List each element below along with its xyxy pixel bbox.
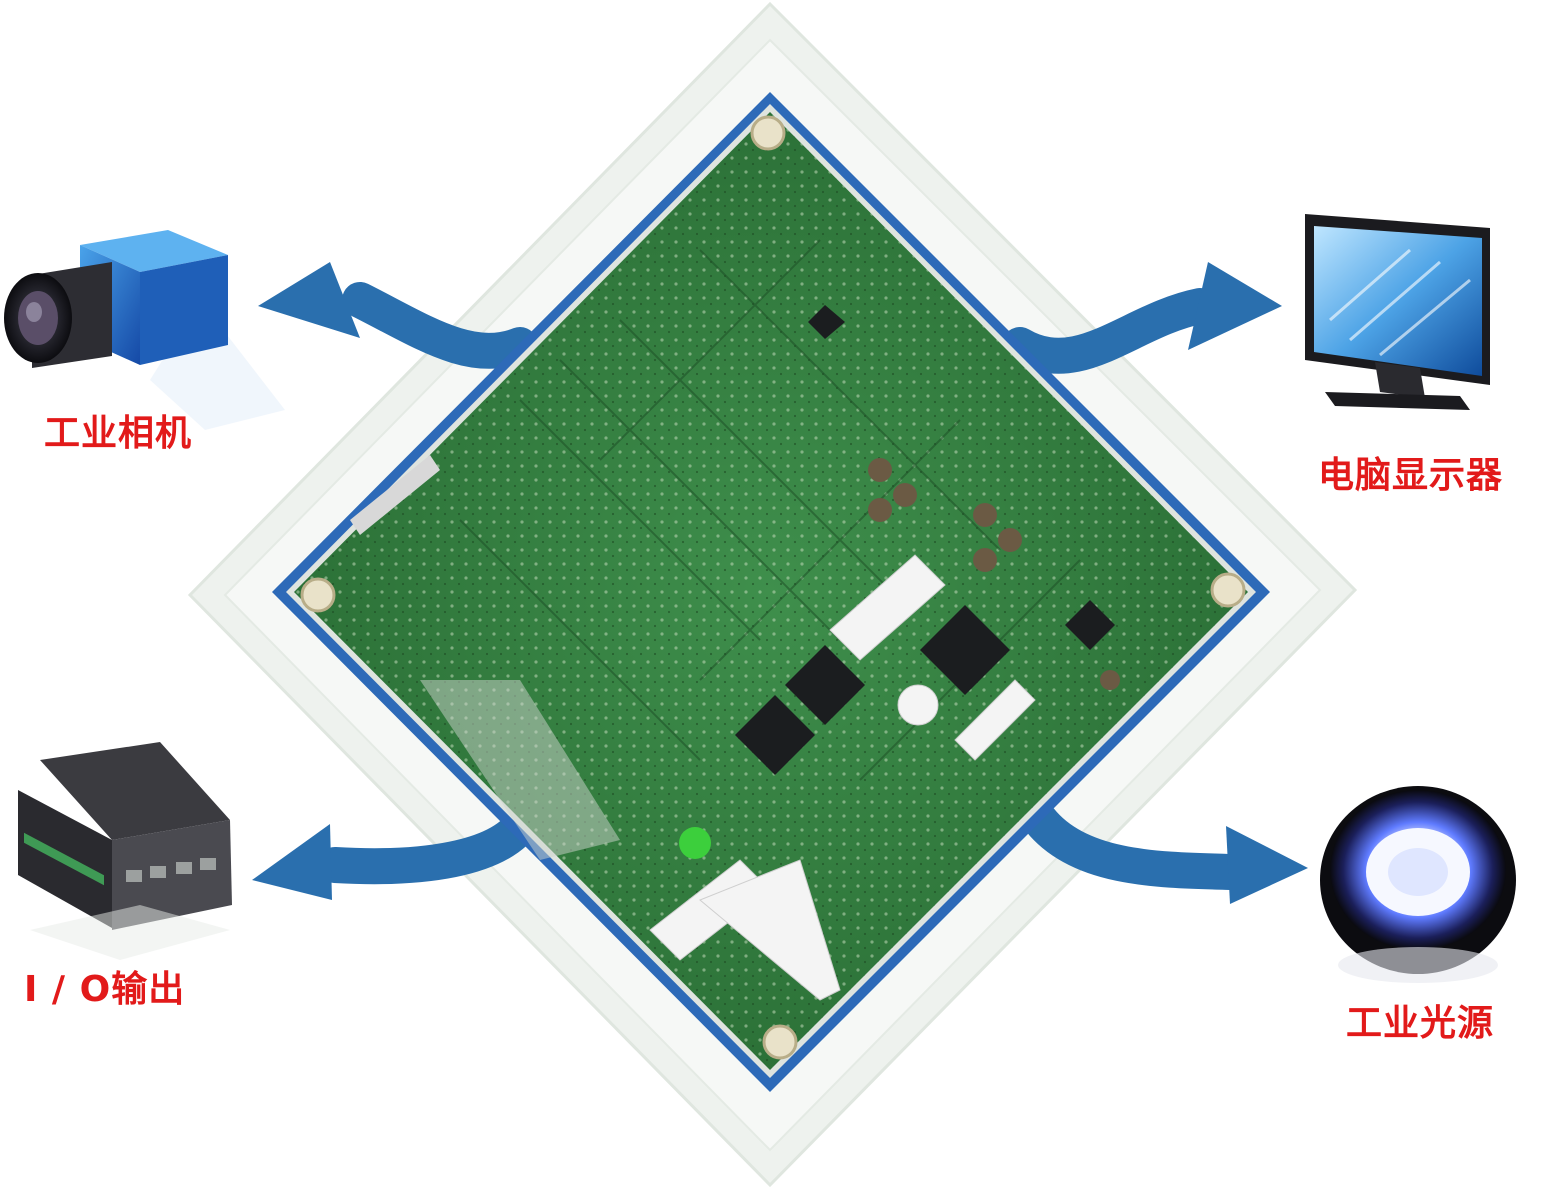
- camera-label: 工业相机: [44, 413, 193, 454]
- arrow-to-monitor: [1002, 262, 1282, 374]
- light-label: 工业光源: [1346, 1003, 1495, 1044]
- ring-light-icon: [1320, 786, 1516, 983]
- industrial-camera-icon: [4, 230, 285, 430]
- io-label: I / O输出: [24, 969, 186, 1010]
- monitor-label: 电脑显示器: [1318, 455, 1504, 496]
- arrow-to-camera: [258, 262, 538, 369]
- computer-monitor-icon: [1305, 214, 1490, 410]
- plc-controller-icon: [18, 742, 232, 960]
- arrow-to-light: [1022, 802, 1308, 904]
- circuit-board-icon: [272, 92, 1270, 1092]
